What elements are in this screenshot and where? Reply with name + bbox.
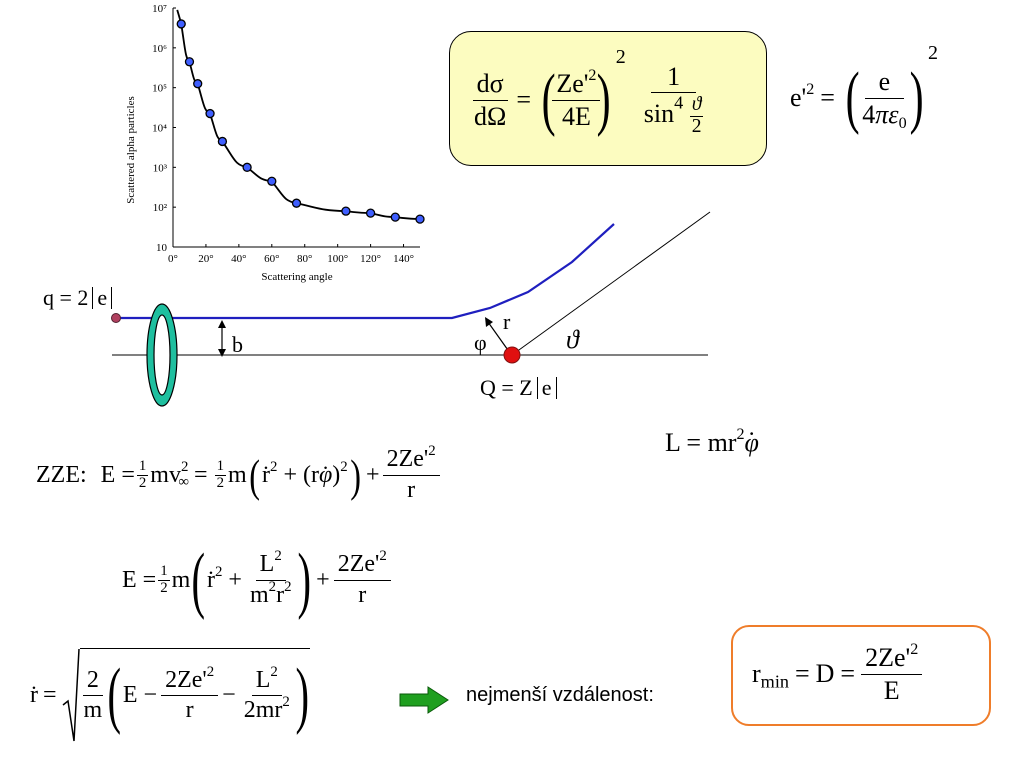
- data-point: [291, 198, 302, 208]
- scattering-chart: 0°20°40°60°80°100°120°140° 1010²10³10⁴10…: [125, 3, 425, 283]
- y-tick-label: 10: [156, 242, 168, 254]
- scattering-diagram: [111, 211, 711, 407]
- y-axis-label: Scattered alpha particles: [125, 96, 137, 204]
- nucleus: [503, 346, 521, 364]
- x-tick-label: 60°: [264, 253, 279, 265]
- x-axis-label: Scattering angle: [261, 271, 332, 283]
- data-point: [242, 162, 252, 172]
- x-tick-label: 40°: [231, 253, 246, 265]
- data-point: [365, 208, 376, 218]
- y-tick-label: 10⁴: [152, 123, 167, 135]
- x-tick-label: 80°: [297, 253, 312, 265]
- y-tick-label: 10³: [153, 162, 168, 174]
- theta-label: ϑ: [566, 325, 579, 354]
- x-tick-label: 120°: [360, 253, 381, 265]
- y-tick-label: 10²: [153, 202, 168, 214]
- y-tick-labels: 10 10² 10³ 10⁴ 10⁵ 10⁶ 10⁷: [152, 3, 176, 254]
- x-tick-label: 140°: [393, 253, 414, 265]
- data-point: [415, 214, 425, 224]
- data-point: [176, 19, 186, 29]
- zze-label: ZZE:: [36, 461, 87, 488]
- data-point: [205, 108, 215, 119]
- y-tick-label: 10⁷: [152, 3, 167, 15]
- b-label: b: [232, 332, 243, 357]
- asymptote-line: [511, 211, 711, 356]
- x-tick-label: 0°: [168, 253, 178, 265]
- x-tick-label: 100°: [327, 253, 348, 265]
- data-point: [193, 79, 203, 89]
- data-point: [184, 57, 195, 67]
- alpha-trajectory: [116, 223, 615, 320]
- rutherford-formula-box: [449, 31, 767, 166]
- data-point: [390, 212, 400, 222]
- x-tick-labels: 0° 20° 40° 60° 80° 100° 120° 140°: [168, 244, 414, 265]
- radius-arrow: [485, 317, 511, 354]
- minimum-distance-label: nejmenší vzdálenost:: [466, 684, 654, 706]
- minimum-distance-box: [731, 625, 991, 726]
- x-tick-label: 20°: [198, 253, 213, 265]
- angular-momentum-formula: L = mr2φ: [665, 426, 759, 458]
- data-point: [217, 136, 228, 147]
- y-tick-label: 10⁵: [152, 83, 167, 95]
- r-label: r: [503, 309, 511, 334]
- phi-label: φ: [474, 330, 487, 355]
- impact-parameter-arrow: [218, 320, 226, 357]
- energy-equation-1: ZZE: E = 12 mv2∞ = 12 m ( r2 + (rφ)2 ) +…: [36, 430, 440, 520]
- green-arrow-icon: [399, 686, 449, 714]
- data-point: [341, 206, 351, 216]
- alpha-particle: [111, 313, 121, 323]
- y-tick-label: 10⁶: [152, 43, 167, 55]
- data-points: [176, 19, 425, 224]
- data-point: [267, 176, 277, 186]
